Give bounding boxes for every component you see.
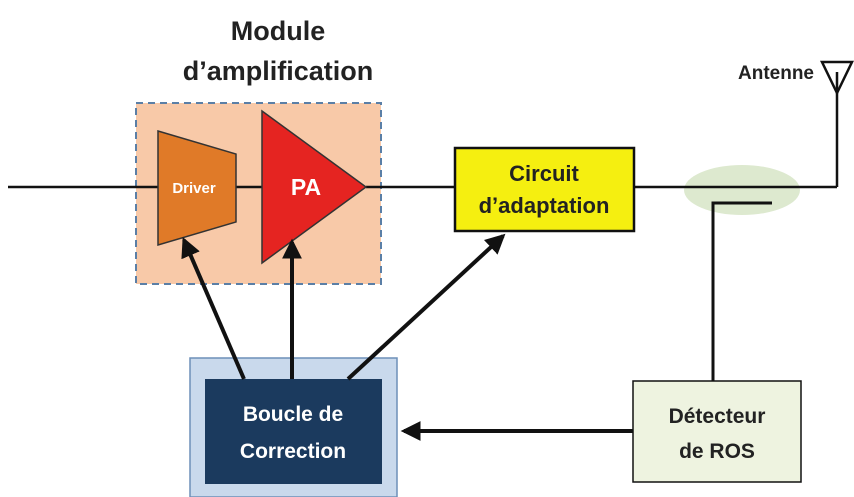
arrow-correction-to-circuit	[346, 233, 506, 381]
arrow-correction-to-driver	[181, 236, 246, 380]
pa-block	[261, 109, 368, 265]
directional-coupler	[684, 165, 800, 215]
pa-label: PA	[291, 174, 321, 200]
coupled-line	[711, 201, 772, 381]
ros-detector-block	[632, 380, 802, 483]
antenna-label: Antenne	[738, 63, 814, 84]
correction-label-line2: Correction	[240, 440, 346, 463]
module-title-line1: Module	[231, 16, 326, 46]
driver-label: Driver	[172, 180, 216, 197]
correction-label-line1: Boucle de	[243, 403, 343, 426]
antenna-icon	[820, 60, 854, 96]
detector-label-line1: Détecteur	[669, 405, 766, 428]
correction-loop-block	[205, 379, 382, 484]
circuit-label-line2: d’adaptation	[479, 193, 610, 218]
driver-block	[157, 129, 237, 247]
circuit-adaptation-block	[453, 146, 636, 233]
circuit-label-line1: Circuit	[509, 161, 579, 186]
detector-label-line2: de ROS	[679, 440, 755, 463]
module-title-line2: d’amplification	[183, 56, 374, 86]
